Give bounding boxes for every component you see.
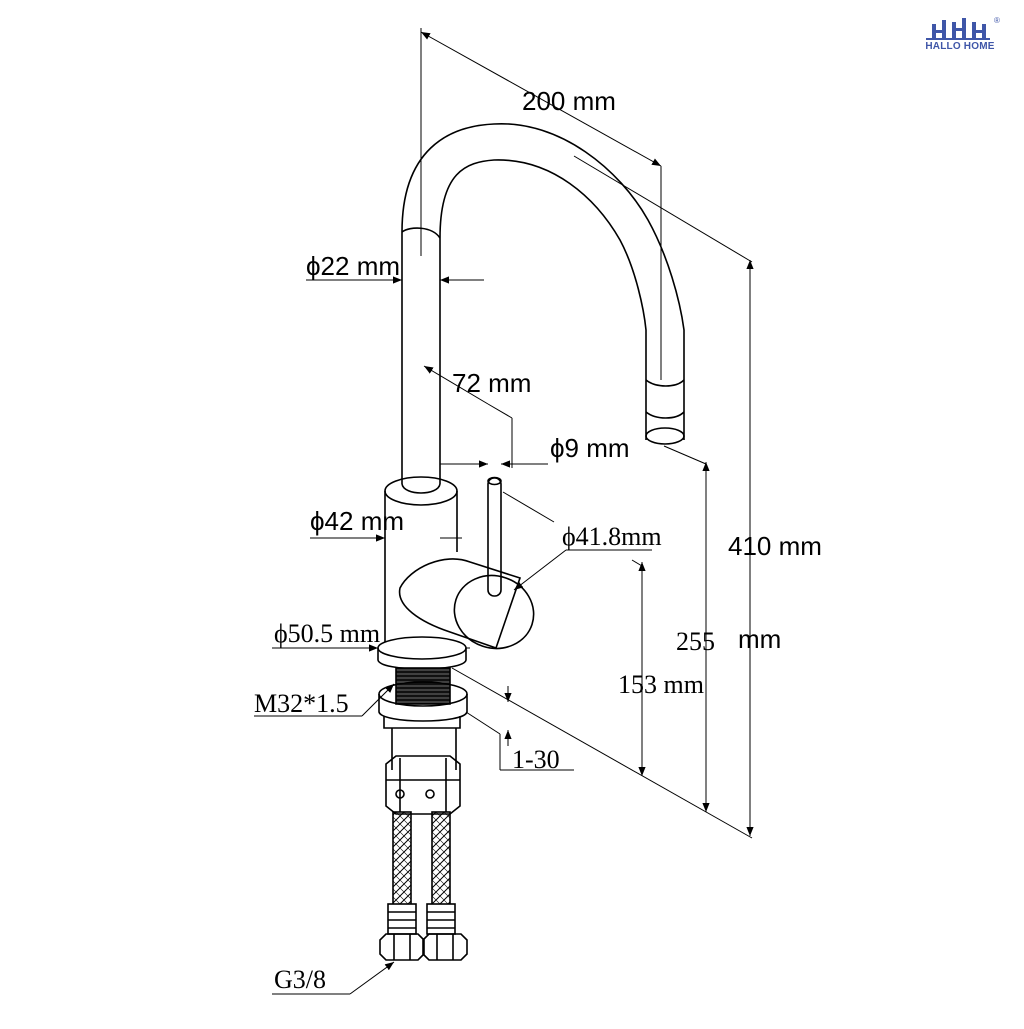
label-deck-thickness: 1-30 [512,745,560,774]
label-spout-reach: 200 mm [522,86,616,116]
label-body-height: 153 mm [618,670,704,699]
label-tube-diameter: ϕ22 mm [306,251,400,281]
spout-inner [439,159,647,484]
dim-line-connector [349,961,395,995]
label-body-diameter: ϕ42 mm [310,506,404,536]
hose-nut-right [422,933,468,961]
hose-right [431,811,451,913]
dim-line-handle-offset [423,365,489,405]
base-flange [377,636,467,660]
handle-hub [398,558,522,650]
lever [487,477,502,597]
label-spout-height-value: 255 [676,627,715,656]
label-handle-diameter: ϕ41.8mm [562,522,662,551]
body-top [384,476,458,506]
spout-outlet [645,427,685,445]
handle-cap [453,574,535,650]
label-lever-diameter: ϕ9 mm [550,433,630,463]
hex-nut [385,755,461,815]
label-total-height: 410 mm [728,531,822,561]
hose-left [392,811,412,913]
dim-line-reach [420,31,662,167]
label-base-diameter: ϕ50.5 mm [274,619,380,648]
dimension-lines [254,28,754,995]
faucet-outline [377,123,685,961]
label-handle-offset: 72 mm [452,368,531,398]
dim-line-thread [361,683,395,717]
body-side [384,491,458,642]
dimension-labels: 200 mm ϕ22 mm 72 mm ϕ9 mm ϕ42 mm ϕ41.8mm… [254,86,822,994]
brand-logo: ® HALLO HOME [908,14,1012,54]
dim-line-handle [513,549,567,591]
threaded-shank [395,667,451,705]
label-hose-connector: G3/8 [274,965,326,994]
label-spout-height-unit: mm [738,624,781,654]
hh-logo-icon: ® [926,16,1000,40]
hose-nut-left [379,933,425,961]
label-thread: M32*1.5 [254,689,349,718]
brand-name: HALLO HOME [925,41,995,52]
registered-mark: ® [994,16,1000,25]
